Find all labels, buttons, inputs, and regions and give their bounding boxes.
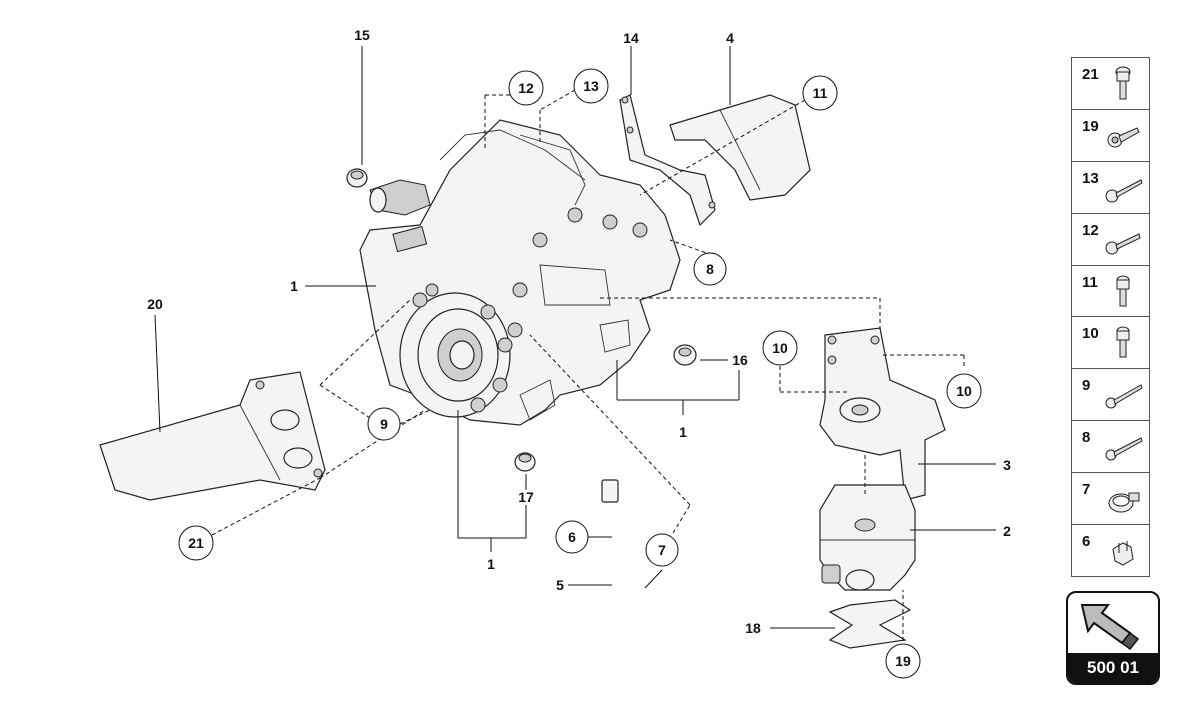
legend-label: 19 [1082,117,1099,135]
legend-label: 12 [1082,221,1099,239]
callout-4: 4 [726,30,734,46]
heat-shield [99,371,326,501]
flange-bolt-icon [1107,127,1140,148]
engine-mount [819,484,916,591]
callout-8: 8 [706,261,714,277]
callout-1b: 1 [679,424,687,440]
legend-item: 7 [1072,473,1149,526]
legend-item: 9 [1072,369,1149,422]
callout-20: 20 [147,296,163,312]
callout-6: 6 [568,529,576,545]
sealing-plug [673,344,697,366]
callout-14: 14 [623,30,639,46]
page-badge: 500 01 [1066,591,1160,685]
callout-7: 7 [658,542,666,558]
legend-item: 8 [1072,421,1149,474]
legend-item: 10 [1072,317,1149,370]
clip-icon [1112,541,1134,566]
arrow-icon [1080,604,1140,651]
legend-item: 19 [1072,110,1149,162]
legend-label: 8 [1082,429,1091,447]
legend-item: 11 [1072,266,1149,318]
legend-item: 6 [1072,525,1149,577]
hex-stud-bolt-icon [1105,437,1143,461]
vent-pipe [601,479,647,606]
socket-screw-icon [1116,275,1130,307]
exploded-parts-diagram: 1 1 1 2 3 4 5 6 7 8 9 10 10 11 12 13 14 … [99,27,1011,679]
legend-label: 21 [1082,66,1099,83]
callout-11: 11 [813,85,828,101]
hose-clamp-icon [1108,492,1140,513]
callout-10a: 10 [772,340,788,356]
callouts: 1 1 1 2 3 4 5 6 7 8 9 10 10 11 12 13 14 … [147,27,1011,679]
oil-plug [514,452,536,472]
hex-bolt-icon [1105,232,1141,255]
callout-10b: 10 [956,383,972,399]
leader-lines [154,46,996,648]
hex-socket-bolt-icon [1115,66,1131,100]
callout-13: 13 [583,78,599,94]
legend-label: 11 [1082,273,1098,291]
callout-3: 3 [1003,457,1011,473]
gearbox-housing [359,119,681,426]
callout-1c: 1 [487,556,495,572]
callout-21: 21 [188,535,204,551]
callout-19: 19 [895,653,911,669]
socket-screw-icon [1116,326,1130,358]
mount-shield-plate [828,599,912,649]
page-code: 500 01 [1068,653,1158,683]
legend-item: 12 [1072,214,1149,266]
long-socket-bolt-icon [1105,384,1143,409]
callout-17: 17 [518,489,534,505]
legend-label: 13 [1082,169,1099,187]
drain-cap [346,168,368,188]
fastener-legend: 21 19 13 12 11 [1071,57,1150,577]
heat-shield-cover [669,94,811,201]
callout-1a: 1 [290,278,298,294]
legend-label: 6 [1082,533,1091,551]
legend-label: 7 [1082,481,1091,499]
callout-12: 12 [518,80,534,96]
legend-label: 10 [1082,325,1099,343]
callout-15: 15 [354,27,370,43]
legend-label: 9 [1082,377,1091,395]
hex-bolt-long-icon [1105,179,1143,203]
mounting-bracket [819,327,946,501]
callout-16: 16 [732,352,748,368]
callout-2: 2 [1003,523,1011,539]
heat-shield-bracket [619,94,716,227]
callout-5: 5 [556,577,564,593]
legend-item: 13 [1072,162,1149,214]
callout-9: 9 [380,416,388,432]
callout-18: 18 [745,620,761,636]
legend-item: 21 [1072,58,1149,110]
